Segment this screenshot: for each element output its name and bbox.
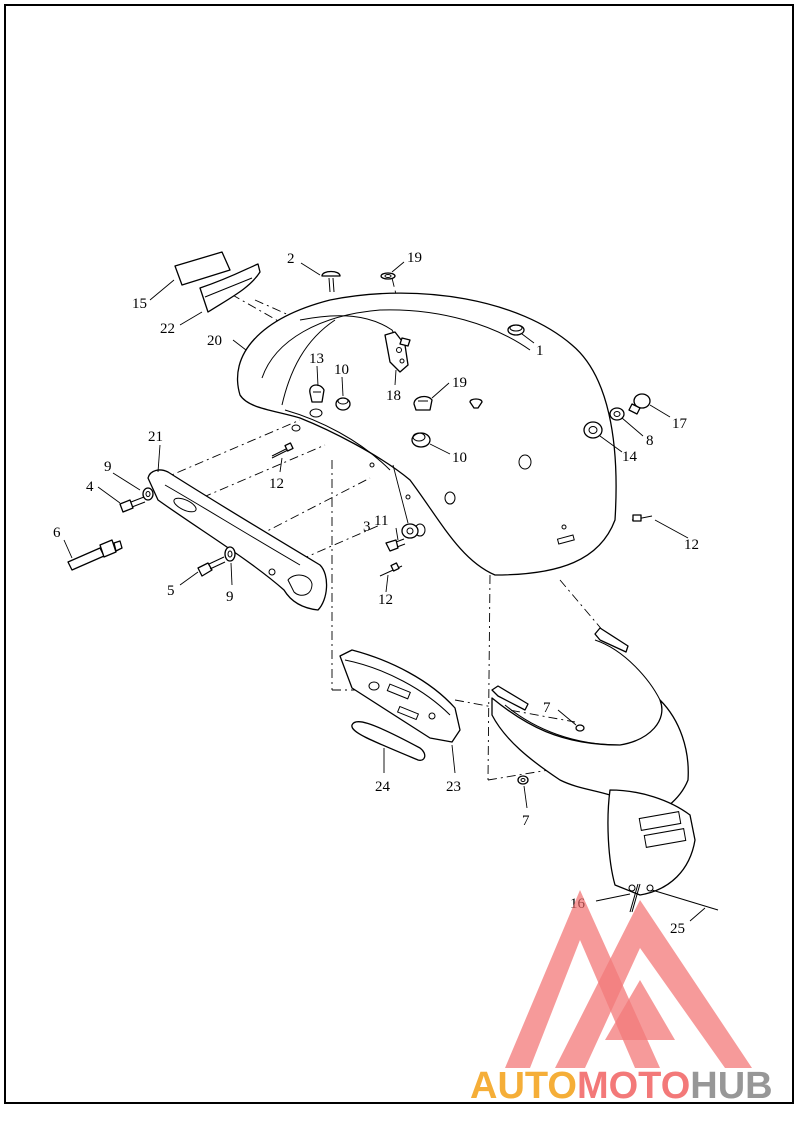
callout-17: 17: [672, 416, 688, 432]
callout-12-right: 12: [684, 537, 699, 553]
callout-12-left: 12: [269, 476, 284, 492]
callout-10-upper: 10: [334, 362, 349, 378]
watermark-triangle-right: [555, 900, 752, 1068]
callout-24: 24: [375, 779, 391, 795]
wire-25: [651, 889, 719, 911]
plug-1: [507, 324, 525, 336]
stud-12-left: [271, 442, 294, 459]
plate-15: [174, 251, 231, 286]
lens-24: [351, 720, 426, 761]
callout-12-center: 12: [378, 592, 393, 608]
washer-7-upper: [575, 724, 585, 732]
callout-19-top: 19: [407, 250, 422, 266]
callout-3: 3: [363, 519, 371, 535]
callout-8: 8: [646, 433, 654, 449]
bracket-23: [339, 649, 461, 743]
callout-9-lower: 9: [226, 589, 234, 605]
washer-7-lower: [517, 775, 529, 785]
leader-lines: [63, 261, 706, 922]
callout-9-upper: 9: [104, 459, 112, 475]
clip-19-top: [380, 272, 396, 280]
grommet-10-lower: [411, 432, 431, 448]
callout-22: 22: [160, 321, 175, 337]
callout-14: 14: [622, 449, 638, 465]
fender-plug-small: [469, 398, 483, 409]
lower-fender-extension: [491, 627, 696, 896]
screw-17: [628, 393, 651, 415]
clip-19-lower: [413, 395, 433, 411]
callout-5: 5: [167, 583, 175, 599]
callout-20: 20: [207, 333, 222, 349]
strut-21: [147, 469, 328, 611]
callout-21: 21: [148, 429, 163, 445]
callout-4: 4: [86, 479, 94, 495]
screw-3: [385, 538, 406, 552]
callout-25: 25: [670, 921, 685, 937]
washer-8: [609, 407, 625, 421]
diagram-frame: [4, 4, 794, 1104]
watermark-triangle-inner: [605, 980, 675, 1040]
bolt-6: [67, 539, 123, 571]
automotohub-watermark: AUTOMOTOHUB: [470, 890, 773, 1107]
fender-bracket: [384, 331, 411, 373]
washer-14: [583, 421, 603, 439]
nut-13: [309, 384, 325, 403]
fastener-2: [321, 270, 341, 293]
watermark-hub: HUB: [690, 1065, 772, 1107]
washer-9-lower: [224, 546, 236, 562]
stud-12-right: [631, 514, 653, 522]
plate-22: [199, 263, 261, 313]
callout-7-upper: 7: [543, 700, 551, 716]
stud-12-center: [379, 562, 403, 577]
callout-2: 2: [287, 251, 295, 267]
callout-13: 13: [309, 351, 324, 367]
watermark-auto: AUTO: [470, 1065, 577, 1107]
callout-1: 1: [536, 343, 544, 359]
callout-11: 11: [374, 513, 388, 529]
callout-10-lower: 10: [452, 450, 467, 466]
pin-16: [629, 883, 641, 913]
washer-9-upper: [142, 487, 154, 501]
screw-5: [197, 556, 226, 577]
callout-15: 15: [132, 296, 147, 312]
callout-19-lower: 19: [452, 375, 467, 391]
grommet-10-upper: [335, 397, 351, 411]
nut-11: [401, 523, 419, 539]
callout-23: 23: [446, 779, 461, 795]
callout-7-lower: 7: [522, 813, 530, 829]
callout-6: 6: [53, 525, 61, 541]
watermark-moto: MOTO: [577, 1065, 690, 1107]
watermark-text: AUTOMOTOHUB: [470, 1065, 773, 1107]
screw-4: [119, 496, 146, 513]
callout-18: 18: [386, 388, 401, 404]
